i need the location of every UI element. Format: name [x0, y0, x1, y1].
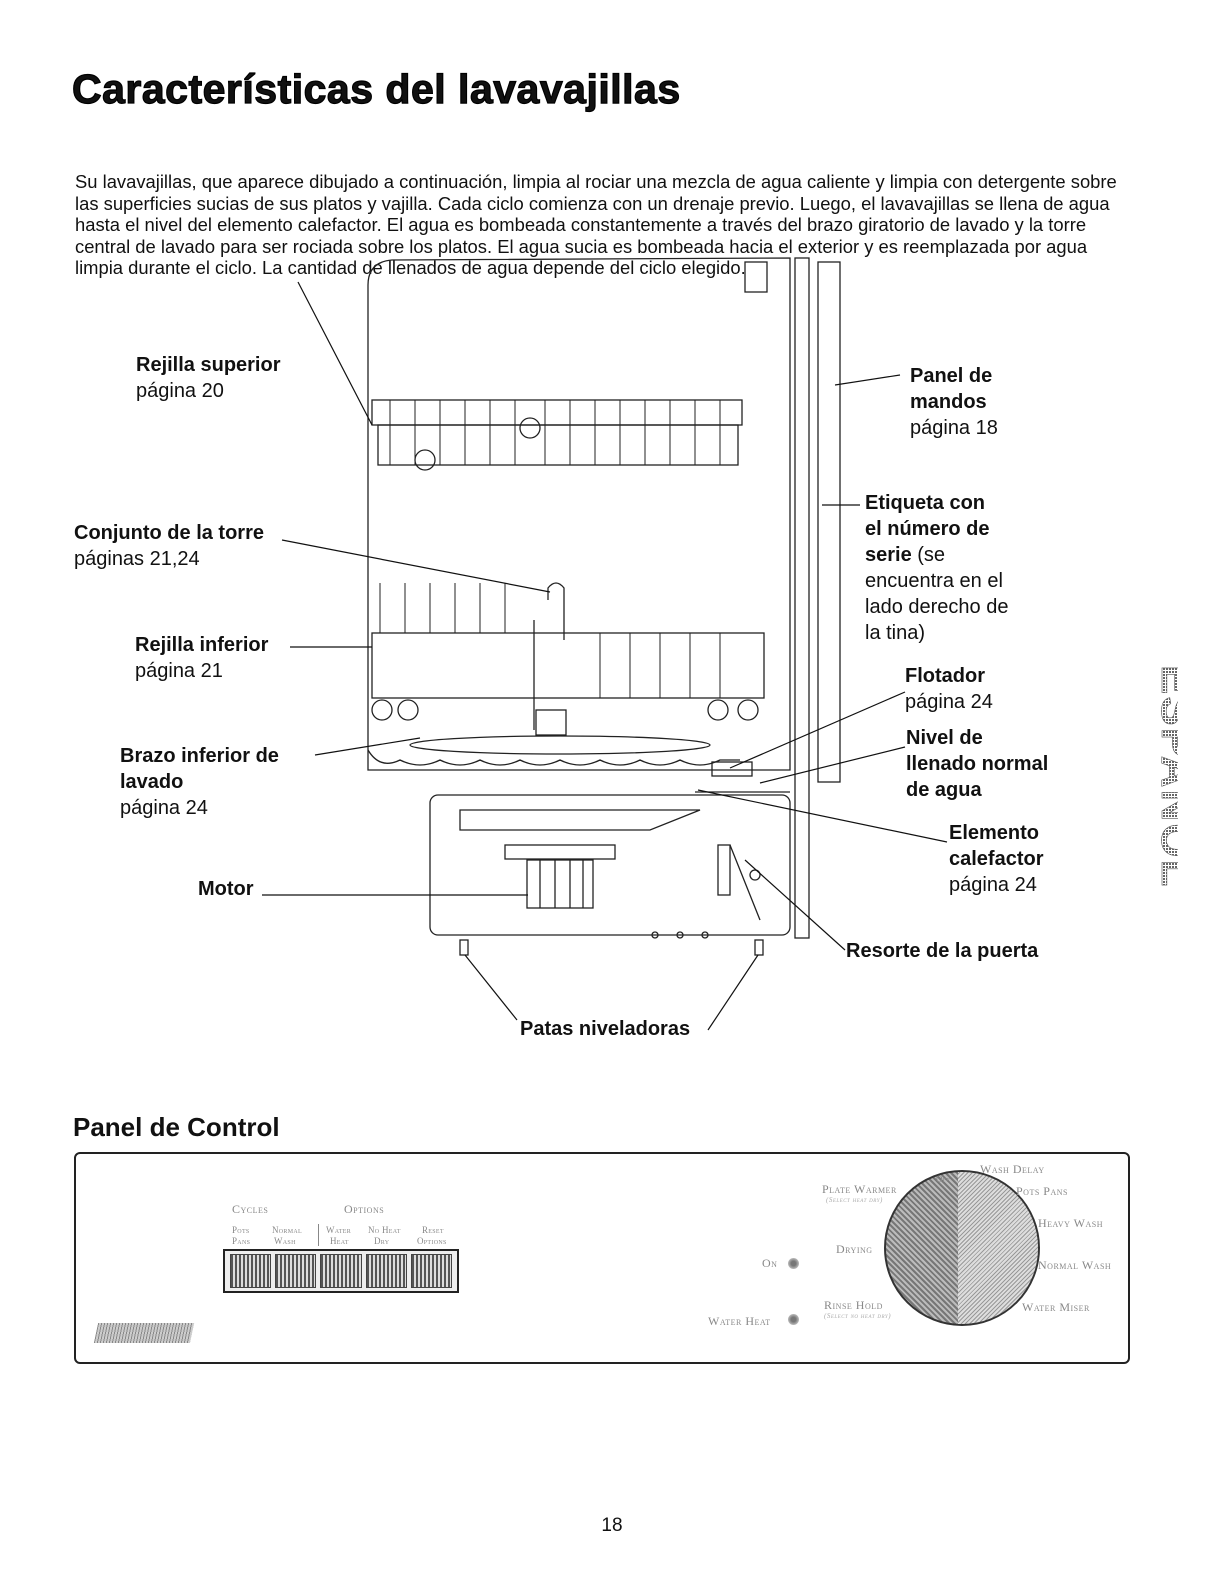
callout-motor: Motor — [198, 876, 254, 902]
callout-upper-rack-page: página 20 — [136, 380, 224, 402]
dial-label-drying: Drying — [836, 1242, 873, 1256]
options-divider — [318, 1224, 319, 1246]
dial-label-wash-delay: Wash Delay — [980, 1162, 1045, 1176]
dial-label-normal-wash: Normal Wash — [1038, 1258, 1112, 1272]
button-label-reset-1: Reset — [422, 1225, 444, 1235]
page-number: 18 — [601, 1515, 623, 1536]
options-heading: Options — [344, 1202, 385, 1216]
on-indicator-light[interactable] — [788, 1258, 799, 1269]
water-level-line-2: llenado normal — [906, 753, 1049, 775]
dial-label-rinse-hold: Rinse Hold — [824, 1298, 883, 1312]
button-label-normal-2: Wash — [274, 1236, 296, 1246]
heating-page: página 24 — [949, 874, 1037, 896]
dial-note-plate-warmer: (Select heat dry) — [826, 1196, 883, 1204]
water-level-line-3: de agua — [906, 779, 982, 801]
dial-note-rinse-hold: (Select no heat dry) — [824, 1312, 892, 1320]
normal-wash-button[interactable] — [275, 1254, 317, 1288]
pots-pans-button[interactable] — [230, 1254, 272, 1288]
callout-motor-label: Motor — [198, 878, 254, 900]
callout-control-panel-label-1: Panel de — [910, 365, 993, 387]
callout-lower-rack-page: página 21 — [135, 660, 223, 682]
serial-line-5: lado derecho de — [865, 596, 1009, 618]
dial-label-pots-pans: Pots Pans — [1016, 1184, 1068, 1198]
button-label-normal-1: Normal — [272, 1225, 302, 1235]
side-language-tab: ESPAÑOL — [1152, 665, 1178, 889]
callout-lower-rack: Rejilla inferior página 21 — [135, 632, 268, 684]
water-heat-indicator-label: Water Heat — [708, 1314, 771, 1328]
on-indicator-label: On — [762, 1256, 778, 1270]
dial-label-plate-warmer: Plate Warmer — [822, 1182, 897, 1196]
no-heat-dry-button[interactable] — [365, 1254, 407, 1288]
callout-lower-arm: Brazo inferior de lavado página 24 — [120, 743, 279, 821]
callout-control-panel-label-2: mandos — [910, 391, 987, 413]
callout-float-label: Flotador — [905, 665, 985, 687]
button-label-pots-1: Pots — [232, 1225, 250, 1235]
serial-line-3-rest: (se — [911, 544, 946, 566]
dial-label-off: Off — [936, 1174, 951, 1184]
callout-tower-page: páginas 21,24 — [74, 548, 200, 570]
callout-lower-arm-label-2: lavado — [120, 771, 184, 793]
kenmore-logo — [93, 1323, 195, 1343]
callout-serial-label: Etiqueta con el número de serie (se encu… — [865, 490, 1008, 646]
callout-lower-rack-label: Rejilla inferior — [135, 634, 269, 656]
serial-line-6: la tina) — [865, 622, 926, 644]
page-title: Características del lavavajillas — [71, 65, 681, 112]
callout-float-page: página 24 — [905, 691, 993, 713]
button-label-reset-2: Options — [417, 1236, 447, 1246]
button-label-noheat-1: No Heat — [368, 1225, 401, 1235]
water-heat-button[interactable] — [320, 1254, 362, 1288]
button-label-water-1: Water — [326, 1225, 351, 1235]
heating-line-1: Elemento — [949, 822, 1040, 844]
legs-label: Patas niveladoras — [520, 1018, 691, 1040]
water-heat-indicator-light[interactable] — [788, 1314, 799, 1325]
section-title-control-panel: Panel de Control — [73, 1112, 280, 1142]
dial-label-water-miser: Water Miser — [1022, 1300, 1090, 1314]
serial-line-1: Etiqueta con — [865, 492, 986, 514]
callout-heating: Elemento calefactor página 24 — [949, 820, 1044, 898]
water-level-line-1: Nivel de — [906, 727, 983, 749]
button-label-water-2: Heat — [330, 1236, 349, 1246]
intro-paragraph: Su lavavajillas, que aparece dibujado a … — [75, 171, 1117, 279]
callout-water-level: Nivel de llenado normal de agua — [906, 725, 1048, 803]
control-panel: Cycles Options Pots Pans Normal Wash Wat… — [74, 1152, 1130, 1364]
dial-label-heavy-wash: Heavy Wash — [1038, 1216, 1103, 1230]
callout-door-spring: Resorte de la puerta — [846, 938, 1038, 964]
callout-tower: Conjunto de la torre páginas 21,24 — [74, 520, 264, 572]
callout-control-panel: Panel de mandos página 18 — [910, 363, 998, 441]
serial-line-3-bold: serie — [865, 544, 912, 566]
button-label-pots-2: Pans — [232, 1236, 251, 1246]
callout-upper-rack: Rejilla superior página 20 — [136, 352, 281, 404]
cycles-heading: Cycles — [232, 1202, 269, 1216]
button-strip — [223, 1249, 459, 1293]
reset-options-button[interactable] — [410, 1254, 453, 1288]
door-spring-label: Resorte de la puerta — [846, 940, 1039, 962]
serial-line-4: encuentra en el — [865, 570, 1003, 592]
callout-tower-label: Conjunto de la torre — [74, 522, 264, 544]
serial-line-2: el número de — [865, 518, 990, 540]
callout-upper-rack-label: Rejilla superior — [136, 354, 281, 376]
callout-control-panel-page: página 18 — [910, 417, 998, 439]
button-label-noheat-2: Dry — [374, 1236, 390, 1246]
callout-legs: Patas niveladoras — [520, 1016, 690, 1042]
callout-float: Flotador página 24 — [905, 663, 993, 715]
callout-lower-arm-label-1: Brazo inferior de — [120, 745, 279, 767]
side-tab-text: ESPAÑOL — [1152, 665, 1178, 888]
heating-line-2: calefactor — [949, 848, 1044, 870]
callout-lower-arm-page: página 24 — [120, 797, 208, 819]
